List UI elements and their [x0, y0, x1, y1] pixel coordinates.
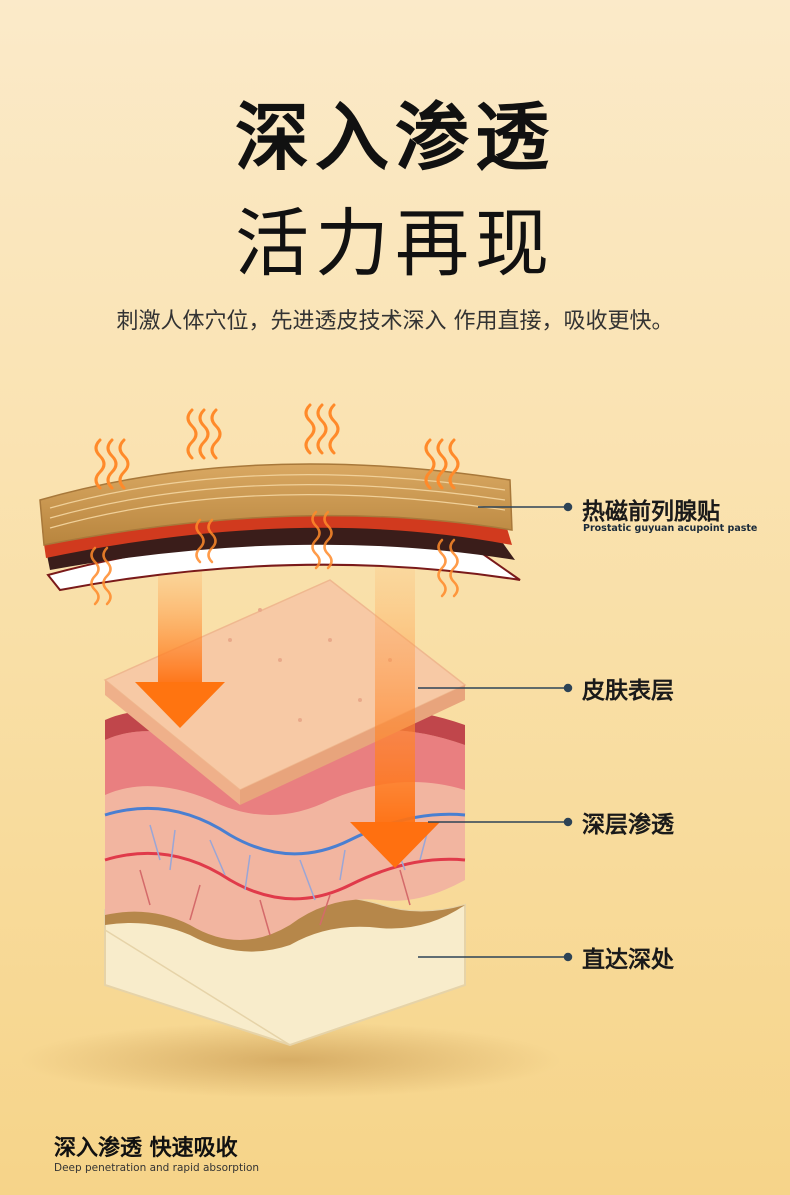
heat-waves-top [94, 403, 460, 490]
footer-subtitle: Deep penetration and rapid absorption [54, 1162, 260, 1174]
subtitle: 刺激人体穴位，先进透皮技术深入 作用直接，吸收更快。 [116, 309, 674, 334]
label-deep-penetration: 深层渗透 [582, 812, 674, 838]
ground-shadow [20, 1022, 560, 1098]
heat-waves-bottom [90, 510, 459, 606]
penetration-arrow-right [350, 560, 440, 868]
label-patch: 热磁前列腺贴 [582, 499, 720, 525]
label-direct-deep: 直达深处 [582, 947, 674, 973]
title-line2: 活力再现 [235, 201, 555, 287]
label-patch-en: Prostatic guyuan acupoint paste [583, 523, 758, 534]
label-epidermis: 皮肤表层 [582, 678, 674, 704]
footer-title: 深入渗透 快速吸收 [54, 1136, 238, 1161]
connector-lines [418, 502, 573, 962]
title-line1: 深入渗透 [235, 95, 555, 181]
penetration-arrow-left [135, 560, 225, 728]
patch [39, 463, 521, 592]
